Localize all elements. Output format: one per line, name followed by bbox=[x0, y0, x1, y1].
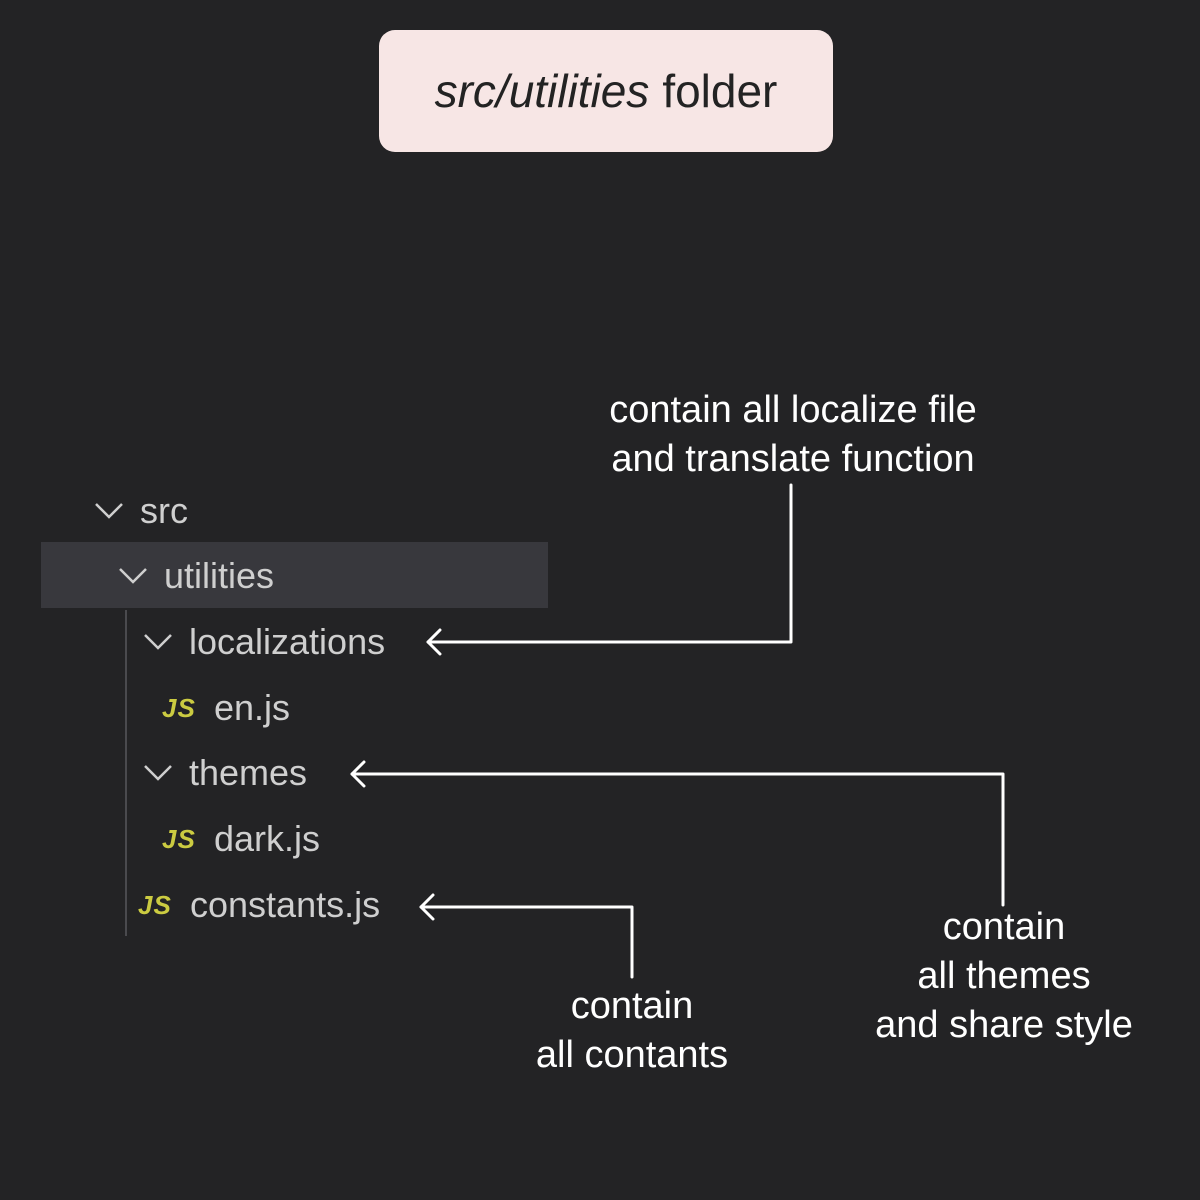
chevron-down-icon[interactable] bbox=[141, 625, 175, 659]
annotation-line: contain bbox=[942, 906, 1066, 948]
annotation-line: contain all localize file bbox=[609, 389, 977, 431]
js-file-icon: JS bbox=[162, 692, 196, 723]
tree-item-constants-js[interactable]: JS constants.js bbox=[138, 873, 380, 937]
js-file-icon: JS bbox=[162, 823, 196, 854]
tree-item-src[interactable]: src bbox=[92, 479, 188, 543]
tree-item-themes[interactable]: themes bbox=[141, 741, 307, 805]
annotation-line: and translate function bbox=[611, 438, 975, 480]
annotation-localizations: contain all localize file and translate … bbox=[540, 386, 1046, 484]
tree-item-label: src bbox=[140, 490, 188, 531]
indent-guide bbox=[125, 610, 127, 936]
annotation-line: all themes bbox=[917, 955, 1091, 997]
tree-item-label: localizations bbox=[189, 621, 386, 662]
themes-arrow bbox=[350, 772, 1005, 907]
chevron-down-icon[interactable] bbox=[92, 494, 126, 528]
tree-item-label: en.js bbox=[214, 687, 291, 728]
title-suffix: folder bbox=[662, 65, 778, 117]
tree-item-localizations[interactable]: localizations bbox=[141, 610, 385, 674]
annotation-constants: contain all contants bbox=[501, 982, 763, 1080]
tree-item-label: dark.js bbox=[214, 818, 321, 859]
annotation-line: and share style bbox=[875, 1004, 1133, 1046]
constants-arrow bbox=[419, 905, 634, 979]
js-file-icon: JS bbox=[138, 889, 172, 920]
title-path: src/utilities bbox=[434, 65, 650, 117]
constants-arrowhead bbox=[419, 893, 435, 921]
tree-item-en-js[interactable]: JS en.js bbox=[162, 676, 290, 740]
annotation-line: contain bbox=[570, 985, 694, 1027]
tree-item-dark-js[interactable]: JS dark.js bbox=[162, 807, 320, 871]
chevron-down-icon[interactable] bbox=[141, 756, 175, 790]
tree-item-label: themes bbox=[189, 752, 308, 793]
annotation-line: all contants bbox=[535, 1034, 729, 1076]
localizations-arrow bbox=[426, 483, 793, 644]
annotation-themes: contain all themes and share style bbox=[854, 903, 1154, 1050]
localizations-arrowhead bbox=[426, 628, 442, 656]
tree-item-label: utilities bbox=[164, 555, 275, 596]
tree-item-utilities[interactable]: utilities bbox=[116, 544, 274, 608]
chevron-down-icon[interactable] bbox=[116, 559, 150, 593]
themes-arrowhead bbox=[350, 760, 366, 788]
tree-item-label: constants.js bbox=[190, 884, 381, 925]
